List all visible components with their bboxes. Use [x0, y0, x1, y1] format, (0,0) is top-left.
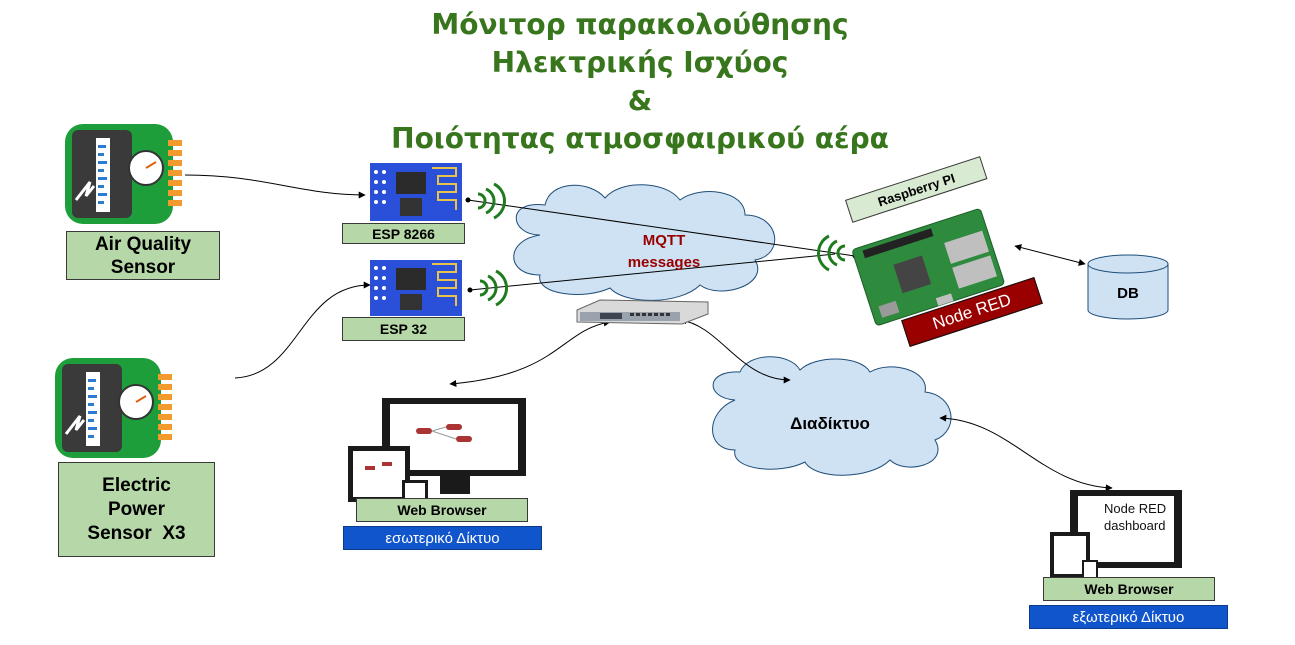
internal-web-browser-label: Web Browser	[356, 498, 528, 522]
mqtt-cloud-label: MQTT messages	[612, 230, 716, 274]
title-line-2: Ηλεκτρικής Ισχύος	[491, 46, 789, 79]
air-quality-sensor-label: Air Quality Sensor	[66, 231, 220, 280]
electric-power-sensor-label: Electric Power Sensor X3	[58, 462, 215, 557]
esp32-board-icon	[370, 260, 462, 316]
air-quality-sensor-icon	[65, 124, 182, 224]
esp8266-mqtt-link	[467, 199, 856, 257]
switch-internet-connector	[679, 317, 791, 384]
esp32-label: ESP 32	[342, 317, 465, 341]
esp8266-text: ESP 8266	[372, 225, 435, 242]
db-label: DB	[1098, 285, 1158, 302]
internet-text: Διαδίκτυο	[790, 414, 870, 433]
mqtt-label-line-2: messages	[627, 254, 701, 271]
external-network-text: εξωτερικό Δίκτυο	[1072, 608, 1185, 626]
external-web-browser-text: Web Browser	[1084, 581, 1174, 597]
db-text: DB	[1117, 285, 1139, 302]
dashboard-line-2: dashboard	[1104, 518, 1166, 533]
external-web-browser-label: Web Browser	[1043, 577, 1215, 601]
diagram-title: Μόνιτορ παρακολούθησης Ηλεκτρικής Ισχύος…	[340, 6, 940, 158]
dashboard-line-1: Node RED	[1104, 501, 1167, 516]
mqtt-label-line-1: MQTT	[642, 232, 686, 249]
esp32-mqtt-link	[469, 253, 836, 291]
rpi-wifi-icon	[816, 234, 846, 272]
electric-sensor-line-2: Power	[107, 498, 166, 520]
esp8266-label: ESP 8266	[342, 223, 465, 244]
esp32-wifi-icon	[479, 269, 509, 307]
title-line-1: Μόνιτορ παρακολούθησης	[431, 8, 849, 41]
air-quality-sensor-text: Air Quality Sensor	[94, 233, 192, 278]
internal-network-label: εσωτερικό Δίκτυο	[343, 526, 542, 550]
internet-external-connector	[939, 414, 1113, 492]
internal-network-text: εσωτερικό Δίκτυο	[385, 529, 500, 547]
title-line-4: Ποιότητας ατμοσφαιρικού αέρα	[391, 122, 889, 155]
air-to-esp8266-connector	[184, 174, 366, 199]
esp32-text: ESP 32	[379, 321, 428, 337]
electric-sensor-line-1: Electric	[102, 474, 171, 496]
esp8266-board-icon	[370, 163, 462, 221]
electric-to-esp32-connector	[234, 281, 371, 379]
title-line-3: &	[627, 84, 653, 117]
esp8266-wifi-icon	[477, 182, 507, 220]
internet-cloud-label: Διαδίκτυο	[760, 414, 900, 434]
electric-power-sensor-icon	[55, 358, 172, 458]
internal-web-browser-text: Web Browser	[397, 502, 487, 518]
external-devices-icon	[1050, 490, 1182, 580]
mqtt-cloud-shape	[513, 184, 776, 301]
external-dashboard-screen-text: Node RED dashboard	[1104, 500, 1184, 534]
internal-devices-icon	[348, 398, 526, 504]
external-network-label: εξωτερικό Δίκτυο	[1029, 605, 1228, 629]
db-cylinder	[1087, 254, 1169, 320]
network-switch-icon	[576, 299, 709, 325]
raspberry-pi-board-icon	[852, 208, 1005, 326]
electric-sensor-line-3: Sensor X3	[87, 522, 186, 544]
switch-internal-connector	[449, 319, 611, 387]
rpi-db-connector	[1014, 244, 1086, 266]
